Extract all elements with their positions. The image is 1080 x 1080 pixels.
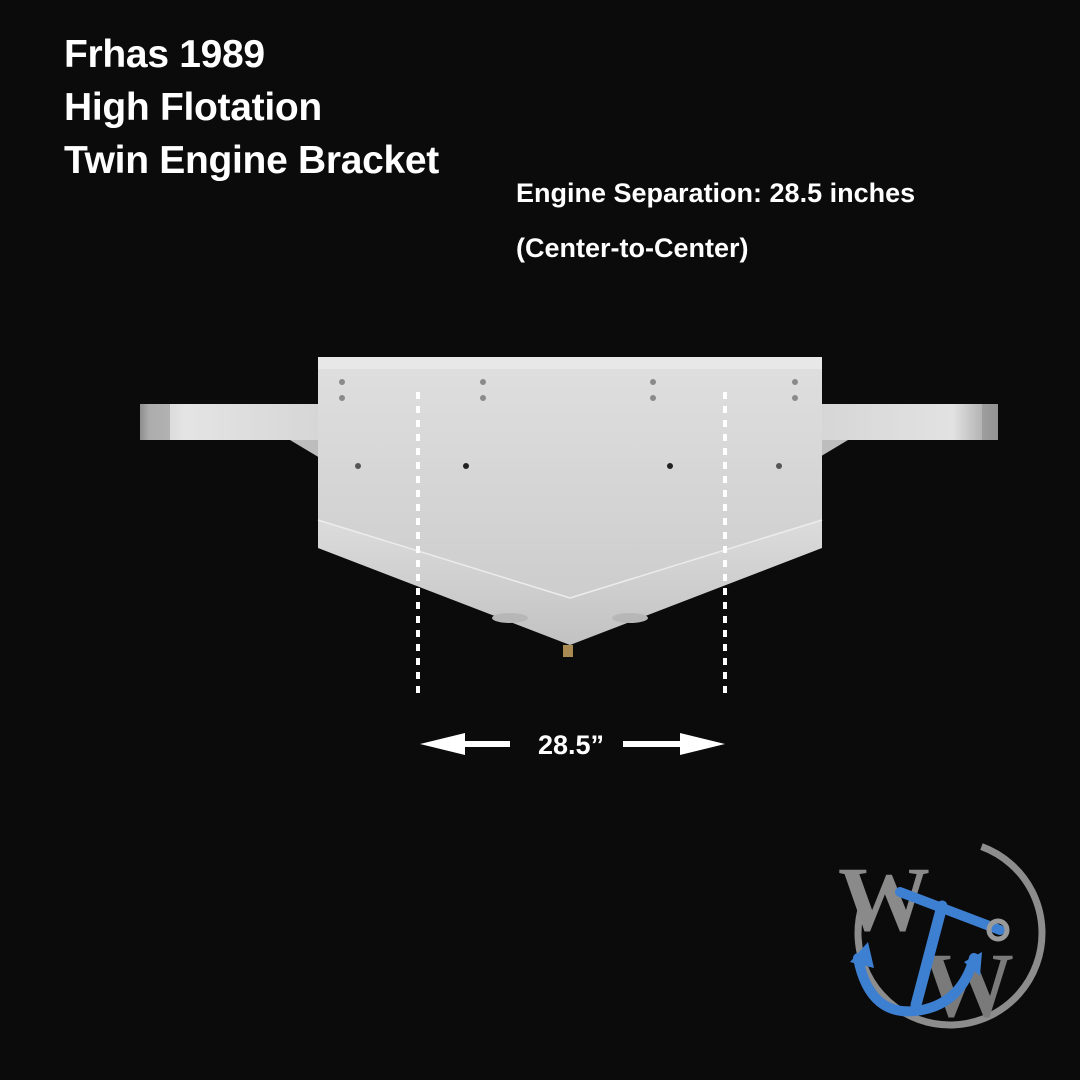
dimension-arrow-left: [420, 733, 510, 755]
bolt-holes: [339, 379, 798, 469]
title-line-2: High Flotation: [64, 86, 322, 129]
anchor-icon: [850, 887, 1010, 1017]
engine-separation-text: Engine Separation: 28.5 inches: [516, 178, 916, 208]
dimension-arrow-right: [623, 733, 725, 755]
title-block: Frhas 1989 High Flotation Twin Engine Br…: [64, 28, 439, 187]
logo-letter-w-bottom: W: [922, 934, 1014, 1036]
spec-block: Engine Separation: 28.5 inches (Center-t…: [516, 180, 915, 290]
left-mounting-arm: [140, 404, 320, 458]
center-to-center-note: (Center-to-Center): [516, 233, 749, 263]
logo: W W: [838, 837, 1046, 1036]
right-mounting-arm: [818, 404, 998, 458]
title-line-1: Frhas 1989: [64, 33, 265, 76]
dimension-label: 28.5”: [538, 730, 604, 760]
transom-plate: [317, 357, 823, 657]
title-line-3: Twin Engine Bracket: [64, 139, 439, 182]
